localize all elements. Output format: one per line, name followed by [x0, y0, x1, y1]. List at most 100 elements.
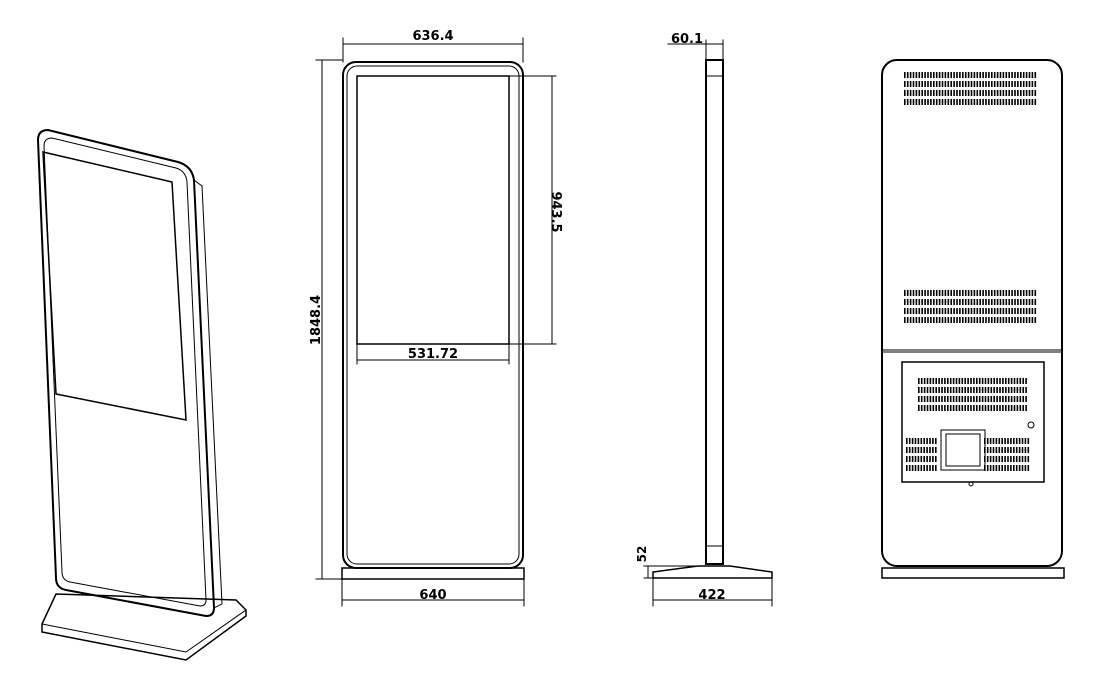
vent-slot — [1005, 299, 1008, 305]
vent-slot — [962, 317, 964, 323]
vent-slot — [947, 396, 949, 402]
vent-slot — [938, 72, 941, 78]
vent-slot — [958, 378, 961, 384]
vent-slot — [947, 290, 950, 296]
vent-slot — [949, 405, 952, 411]
vent-slot — [1010, 405, 1013, 411]
vent-slot — [933, 72, 935, 78]
vent-slot — [979, 81, 981, 87]
vent-slot — [1024, 447, 1027, 453]
vent-slot — [1007, 378, 1010, 384]
vent-slot — [1022, 387, 1024, 393]
vent-slot — [927, 290, 929, 296]
vent-slot — [1007, 456, 1009, 462]
vent-slot — [996, 317, 999, 323]
vent-slot — [918, 299, 921, 305]
vent-slot — [906, 438, 908, 444]
vent-slot — [938, 299, 941, 305]
vent-slot — [1025, 405, 1027, 411]
vent-slot — [947, 378, 949, 384]
vent-slot — [953, 72, 955, 78]
perspective-side — [193, 179, 223, 609]
vent-slot — [973, 308, 976, 314]
vent-slot — [1031, 317, 1034, 323]
vent-slot — [1025, 72, 1028, 78]
vent-slot — [918, 99, 921, 105]
vent-slot — [955, 405, 958, 411]
vent-slot — [930, 317, 932, 323]
vent-slot — [973, 396, 975, 402]
vent-slot — [924, 72, 926, 78]
vent-slot — [924, 99, 926, 105]
vent-slot — [918, 308, 921, 314]
vent-slot — [1005, 308, 1008, 314]
vent-slot — [979, 299, 981, 305]
vent-slot — [938, 81, 941, 87]
vent-slot — [1010, 396, 1013, 402]
vent-slot — [1025, 317, 1028, 323]
vent-slot — [1005, 396, 1007, 402]
vent-slot — [986, 465, 989, 471]
vent-slot — [991, 290, 993, 296]
vent-slot — [976, 317, 979, 323]
vent-slot — [993, 81, 996, 87]
vent-slot — [927, 90, 929, 96]
vent-slot — [1022, 396, 1024, 402]
vent-slot — [999, 396, 1001, 402]
vent-slot — [1018, 447, 1021, 453]
vent-slot — [1013, 438, 1015, 444]
vent-slot — [996, 387, 998, 393]
vent-slot — [918, 90, 921, 96]
vent-slot — [926, 456, 928, 462]
vent-slot — [924, 308, 926, 314]
vent-slot — [935, 81, 938, 87]
vent-slot — [976, 378, 978, 384]
vent-slot — [909, 99, 912, 105]
vent-slot — [976, 90, 979, 96]
vent-slot — [990, 396, 993, 402]
vent-slot — [909, 290, 912, 296]
front-screen — [356, 75, 510, 345]
vent-slot — [991, 90, 993, 96]
vent-slot — [1011, 81, 1013, 87]
vent-slot — [930, 90, 932, 96]
vent-slot — [929, 447, 931, 453]
vent-slot — [1017, 317, 1019, 323]
vent-slot — [949, 387, 952, 393]
vent-slot — [987, 387, 990, 393]
vent-slot — [979, 308, 981, 314]
vent-slot — [1001, 465, 1003, 471]
vent-slot — [992, 438, 995, 444]
vent-slot — [967, 290, 970, 296]
vent-slot — [921, 290, 923, 296]
vent-slot — [976, 72, 979, 78]
vent-slot — [1025, 90, 1028, 96]
vent-slot — [1034, 308, 1037, 314]
vent-slot — [996, 90, 999, 96]
vent-slot — [933, 99, 935, 105]
vent-slot — [904, 99, 906, 105]
vent-slot — [1008, 90, 1010, 96]
vent-slot — [1020, 308, 1022, 314]
vent-slot — [906, 81, 909, 87]
vent-slot — [1002, 99, 1005, 105]
vent-slot — [976, 81, 979, 87]
vent-slot — [935, 378, 937, 384]
vent-slot — [1022, 72, 1025, 78]
vent-slot — [976, 396, 978, 402]
vent-slot — [1025, 396, 1027, 402]
vent-slot — [999, 308, 1002, 314]
vent-slot — [986, 447, 989, 453]
vent-slot — [947, 387, 949, 393]
vent-slot — [987, 396, 990, 402]
vent-slot — [970, 308, 973, 314]
vent-slot — [962, 299, 964, 305]
vent-slot — [947, 308, 950, 314]
vent-slot — [956, 90, 958, 96]
vent-slot — [923, 387, 926, 393]
vent-slot — [970, 299, 973, 305]
vent-slot — [962, 99, 964, 105]
vent-slot — [904, 81, 906, 87]
vent-slot — [985, 317, 987, 323]
vent-slot — [978, 378, 981, 384]
